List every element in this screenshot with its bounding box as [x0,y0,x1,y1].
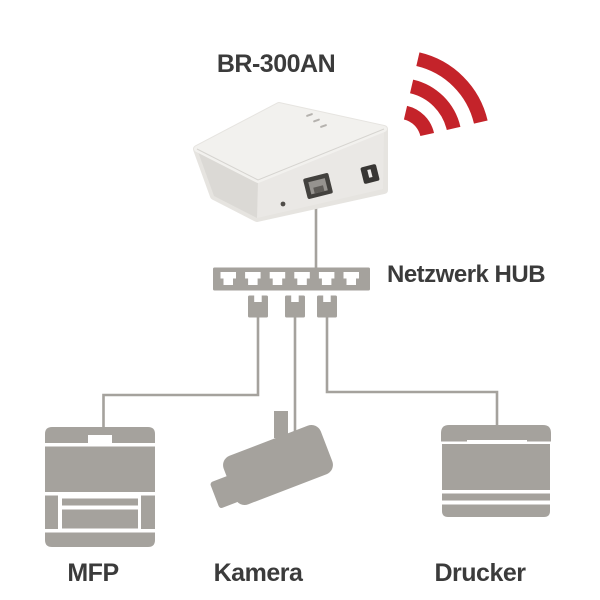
device-edge-line [196,128,385,181]
hub-port-cutouts [220,272,359,285]
power-jack-icon [360,164,380,184]
ethernet-plug-icon [317,295,337,318]
device-label-drucker: Drucker [434,559,527,587]
device-front-face [257,129,384,218]
ethernet-plug-icon [248,295,268,318]
security-camera-icon [210,411,333,508]
device-left-face [197,149,258,218]
mfp-copier-icon [45,427,155,547]
cable-lines [102,197,499,436]
network-hub-icon [213,267,370,291]
ethernet-plug-icons [248,295,337,318]
ethernet-plug-icon [285,295,305,318]
device-label-kamera: Kamera [213,559,303,587]
cable-hub-to-printer [325,317,499,427]
wifi-signal-icon [403,52,488,137]
device-label-mfp: MFP [67,559,119,587]
print-server-device-photo [193,102,388,222]
cable-hub-to-mfp [102,317,260,429]
reset-button-icon [280,201,286,207]
device-title: BR-300AN [216,50,336,78]
hub-label: Netzwerk HUB [387,261,546,288]
printer-icon [441,425,551,517]
status-led-icons [306,113,327,128]
ethernet-port-icon [303,173,333,199]
